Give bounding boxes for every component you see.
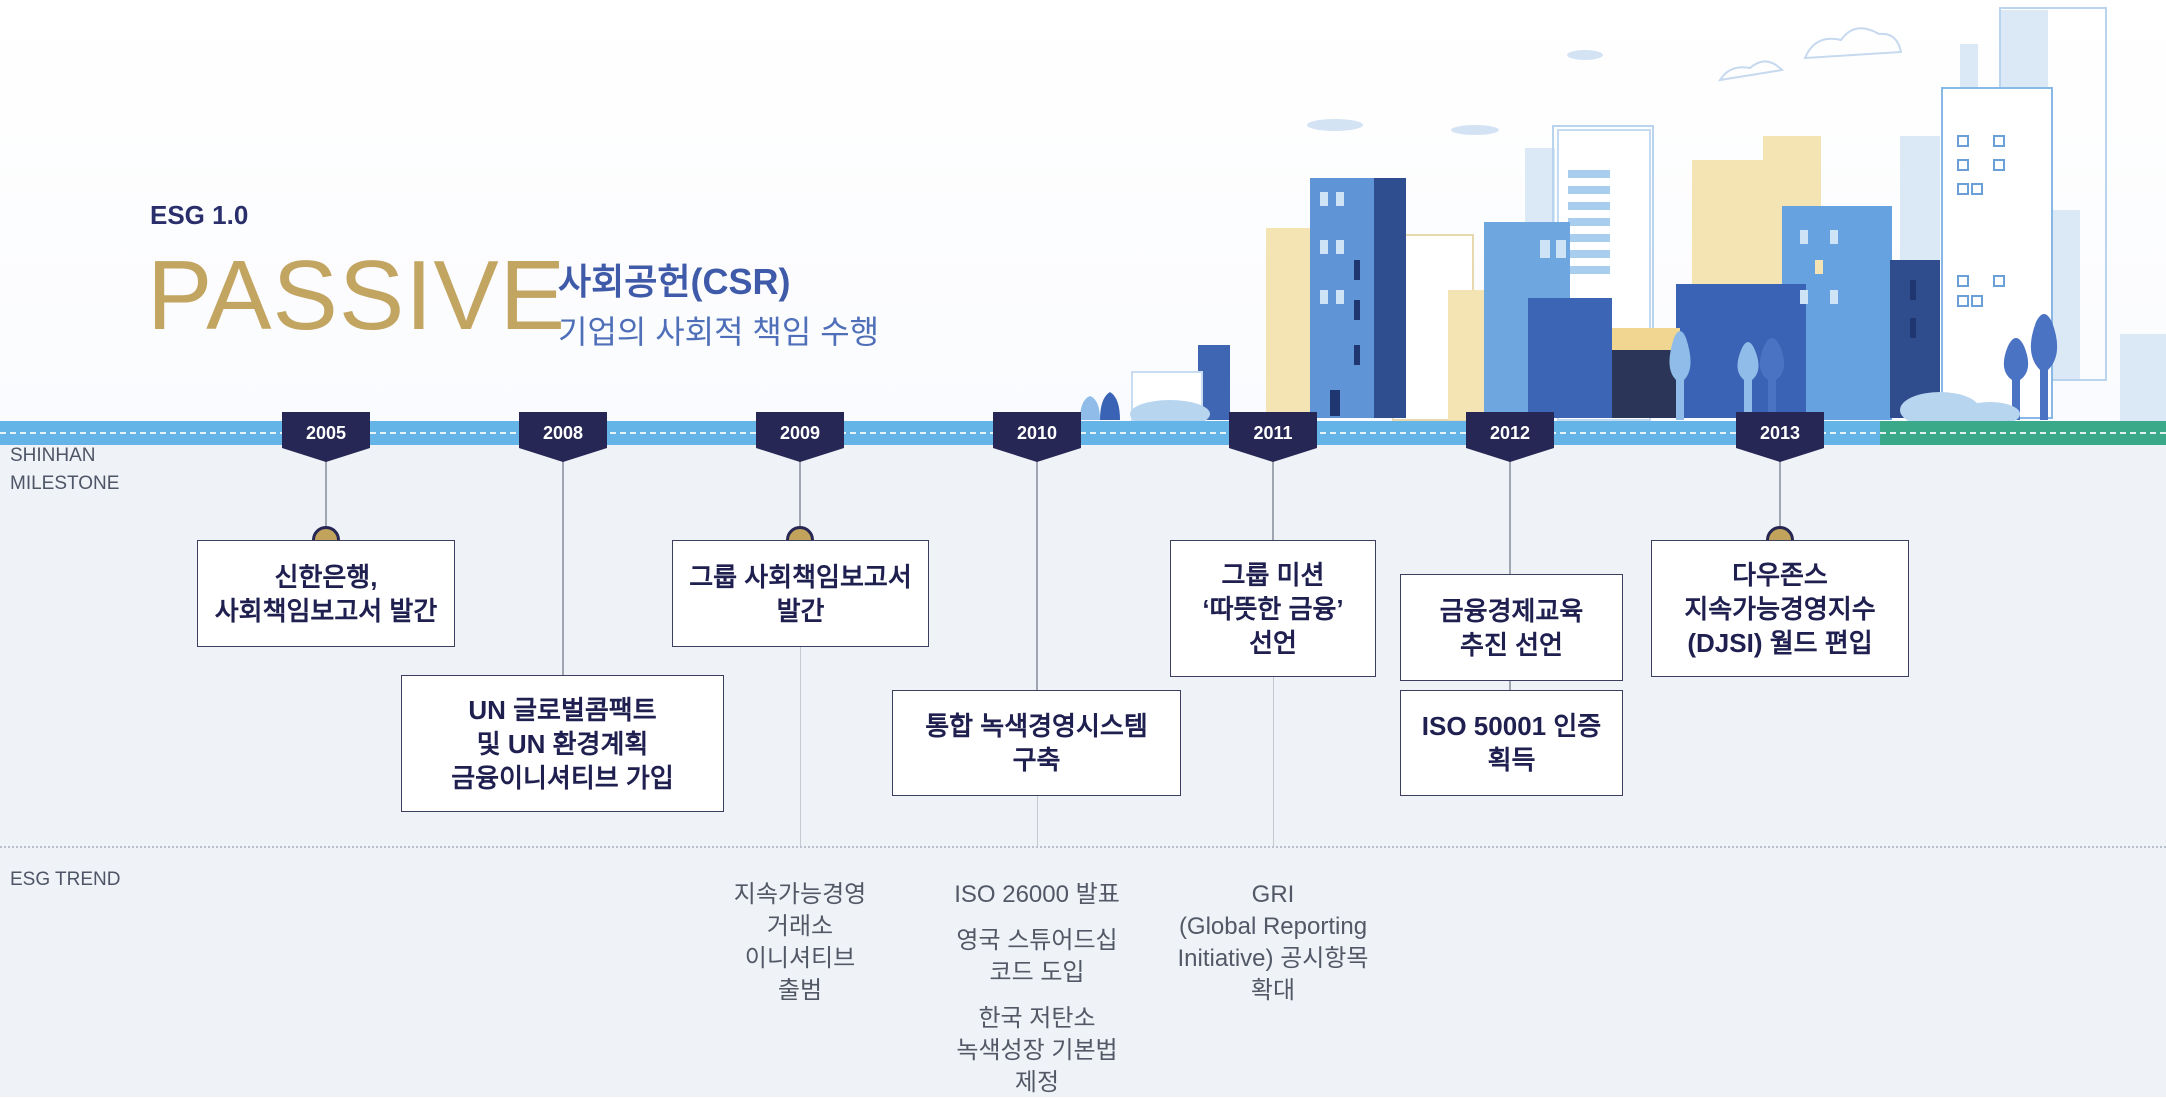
trend-2010-stewardship: 영국 스튜어드십 코드 도입 [956,927,1118,986]
year-badge-2009: 2009 [756,412,844,462]
connector-2005 [325,458,327,538]
milestone-box-2010: 통합 녹색경영시스템 구축 [892,690,1181,796]
era-subtitle: 사회공헌(CSR) [558,261,791,302]
year-label: 2009 [779,423,821,443]
milestone-row-label: SHINHAN MILESTONE [10,445,120,494]
year-badge-2005: 2005 [282,412,370,462]
milestone-box-2013: 다우존스 지속가능경영지수 (DJSI) 월드 편입 [1651,540,1909,677]
connector-2008 [562,458,564,676]
milestone-box-2008: UN 글로벌콤팩트 및 UN 환경계획 금융이니셔티브 가입 [401,675,724,812]
milestone-box-2009: 그룹 사회책임보고서 발간 [672,540,929,647]
trend-2010-green-growth: 한국 저탄소 녹색성장 기본법 제정 [956,1005,1118,1096]
cityscape-illustration [1080,7,2166,428]
trend-2011-gri: GRI (Global Reporting Initiative) 공시항목 확… [1177,881,1369,1004]
year-badge-2010: 2010 [993,412,1081,462]
year-badge-2011: 2011 [1229,412,1317,462]
connector-2009 [799,458,801,538]
year-badge-2008: 2008 [519,412,607,462]
connector-2011 [1272,458,1274,540]
connector-2013 [1779,458,1781,538]
trend-line-2010 [1037,795,1038,846]
connector-2012-b [1509,676,1511,691]
trend-line-2011 [1273,676,1274,846]
year-label: 2010 [1016,423,1058,443]
connector-2012 [1509,458,1511,576]
trend-2009: 지속가능경영 거래소 이니셔티브 출범 [733,881,867,1004]
timeline-dash [0,432,2166,434]
year-label: 2008 [542,423,584,443]
milestone-box-2012-a: 금융경제교육 추진 선언 [1400,574,1623,681]
trend-row-label: ESG TREND [10,869,121,890]
era-tag: ESG 1.0 [150,200,249,230]
year-label: 2011 [1253,423,1293,443]
year-label: 2013 [1759,423,1801,443]
era-title: PASSIVE [147,240,567,350]
year-label: 2005 [305,423,347,443]
year-badge-2013: 2013 [1736,412,1824,462]
milestone-box-2005: 신한은행, 사회책임보고서 발간 [197,540,455,647]
milestone-box-2012-b: ISO 50001 인증 획득 [1400,690,1623,796]
era-description: 기업의 사회적 책임 수행 [558,314,880,350]
year-label: 2012 [1489,423,1531,443]
connector-2010 [1036,458,1038,690]
row-divider [0,846,2166,848]
trend-2010-iso26000: ISO 26000 발표 [954,881,1120,908]
trend-line-2009 [800,646,801,846]
year-badge-2012: 2012 [1466,412,1554,462]
milestone-box-2011: 그룹 미션 ‘따뜻한 금융’ 선언 [1170,540,1376,677]
